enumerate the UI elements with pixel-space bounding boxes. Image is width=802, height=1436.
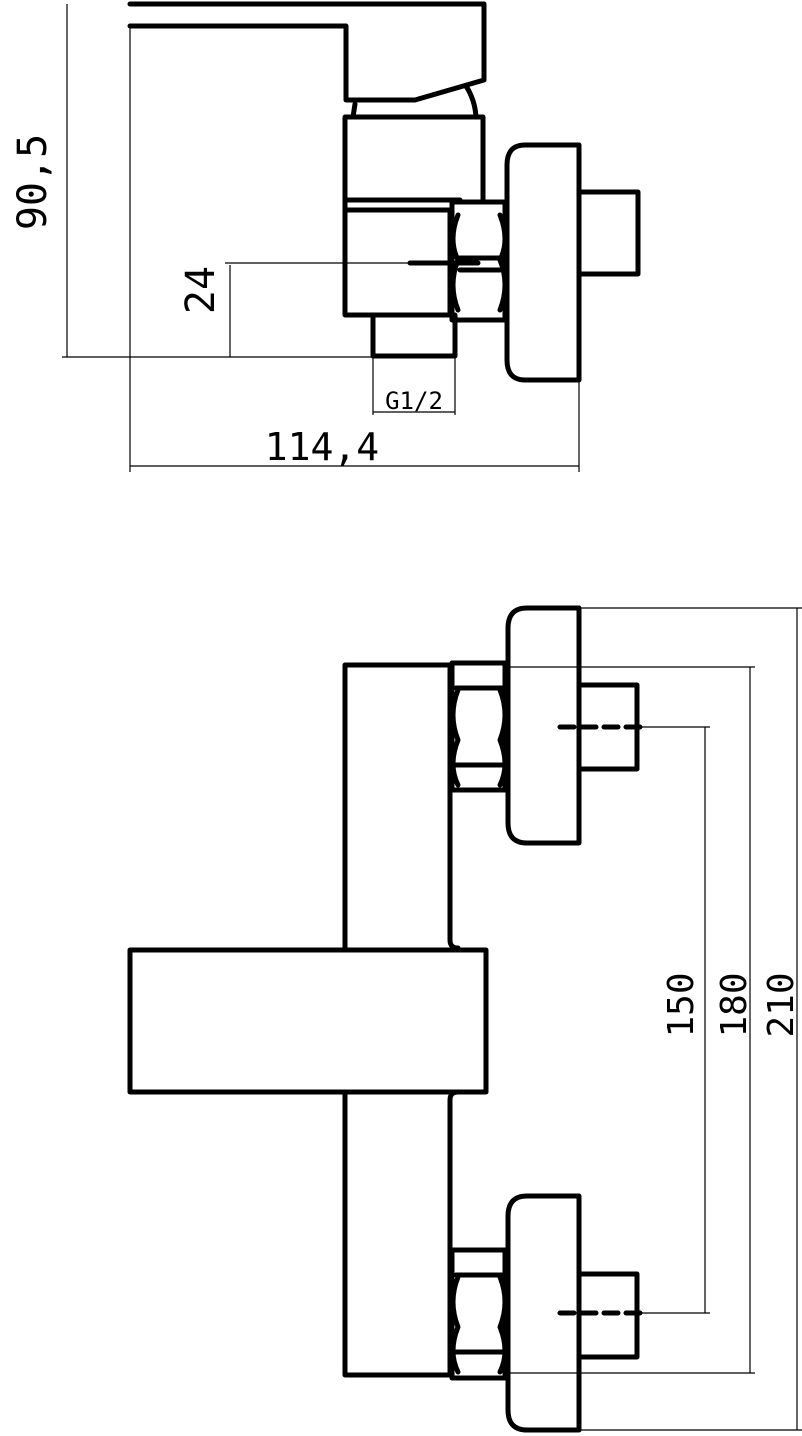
spacing-mid-dimension: 180 (714, 972, 755, 1037)
spacing-max-dimension: 210 (761, 972, 802, 1037)
escutcheon-lower (505, 1193, 582, 1433)
depth-dimension: 114,4 (265, 425, 379, 469)
front-view: 150 180 210 (127, 605, 802, 1433)
valve-body (342, 114, 486, 318)
dim-lines-side (62, 4, 580, 472)
side-view: 90,5 24 G1/2 114,4 (10, 1, 641, 472)
thread-dimension: G1/2 (385, 387, 443, 415)
lever-handle (127, 1, 487, 103)
upper-connector (449, 605, 643, 846)
dim-lines-front (505, 607, 802, 1431)
inlet-stub (576, 189, 641, 277)
spacing-min-dimension: 150 (661, 972, 702, 1037)
center-height-dimension: 24 (178, 266, 224, 314)
escutcheon (504, 142, 582, 383)
lower-connector (449, 1193, 643, 1433)
lever-handle-front (127, 947, 489, 1095)
outlet-thread (370, 312, 458, 359)
escutcheon-upper (505, 605, 582, 846)
height-dimension: 90,5 (10, 134, 56, 230)
mixer-body (342, 662, 461, 1378)
